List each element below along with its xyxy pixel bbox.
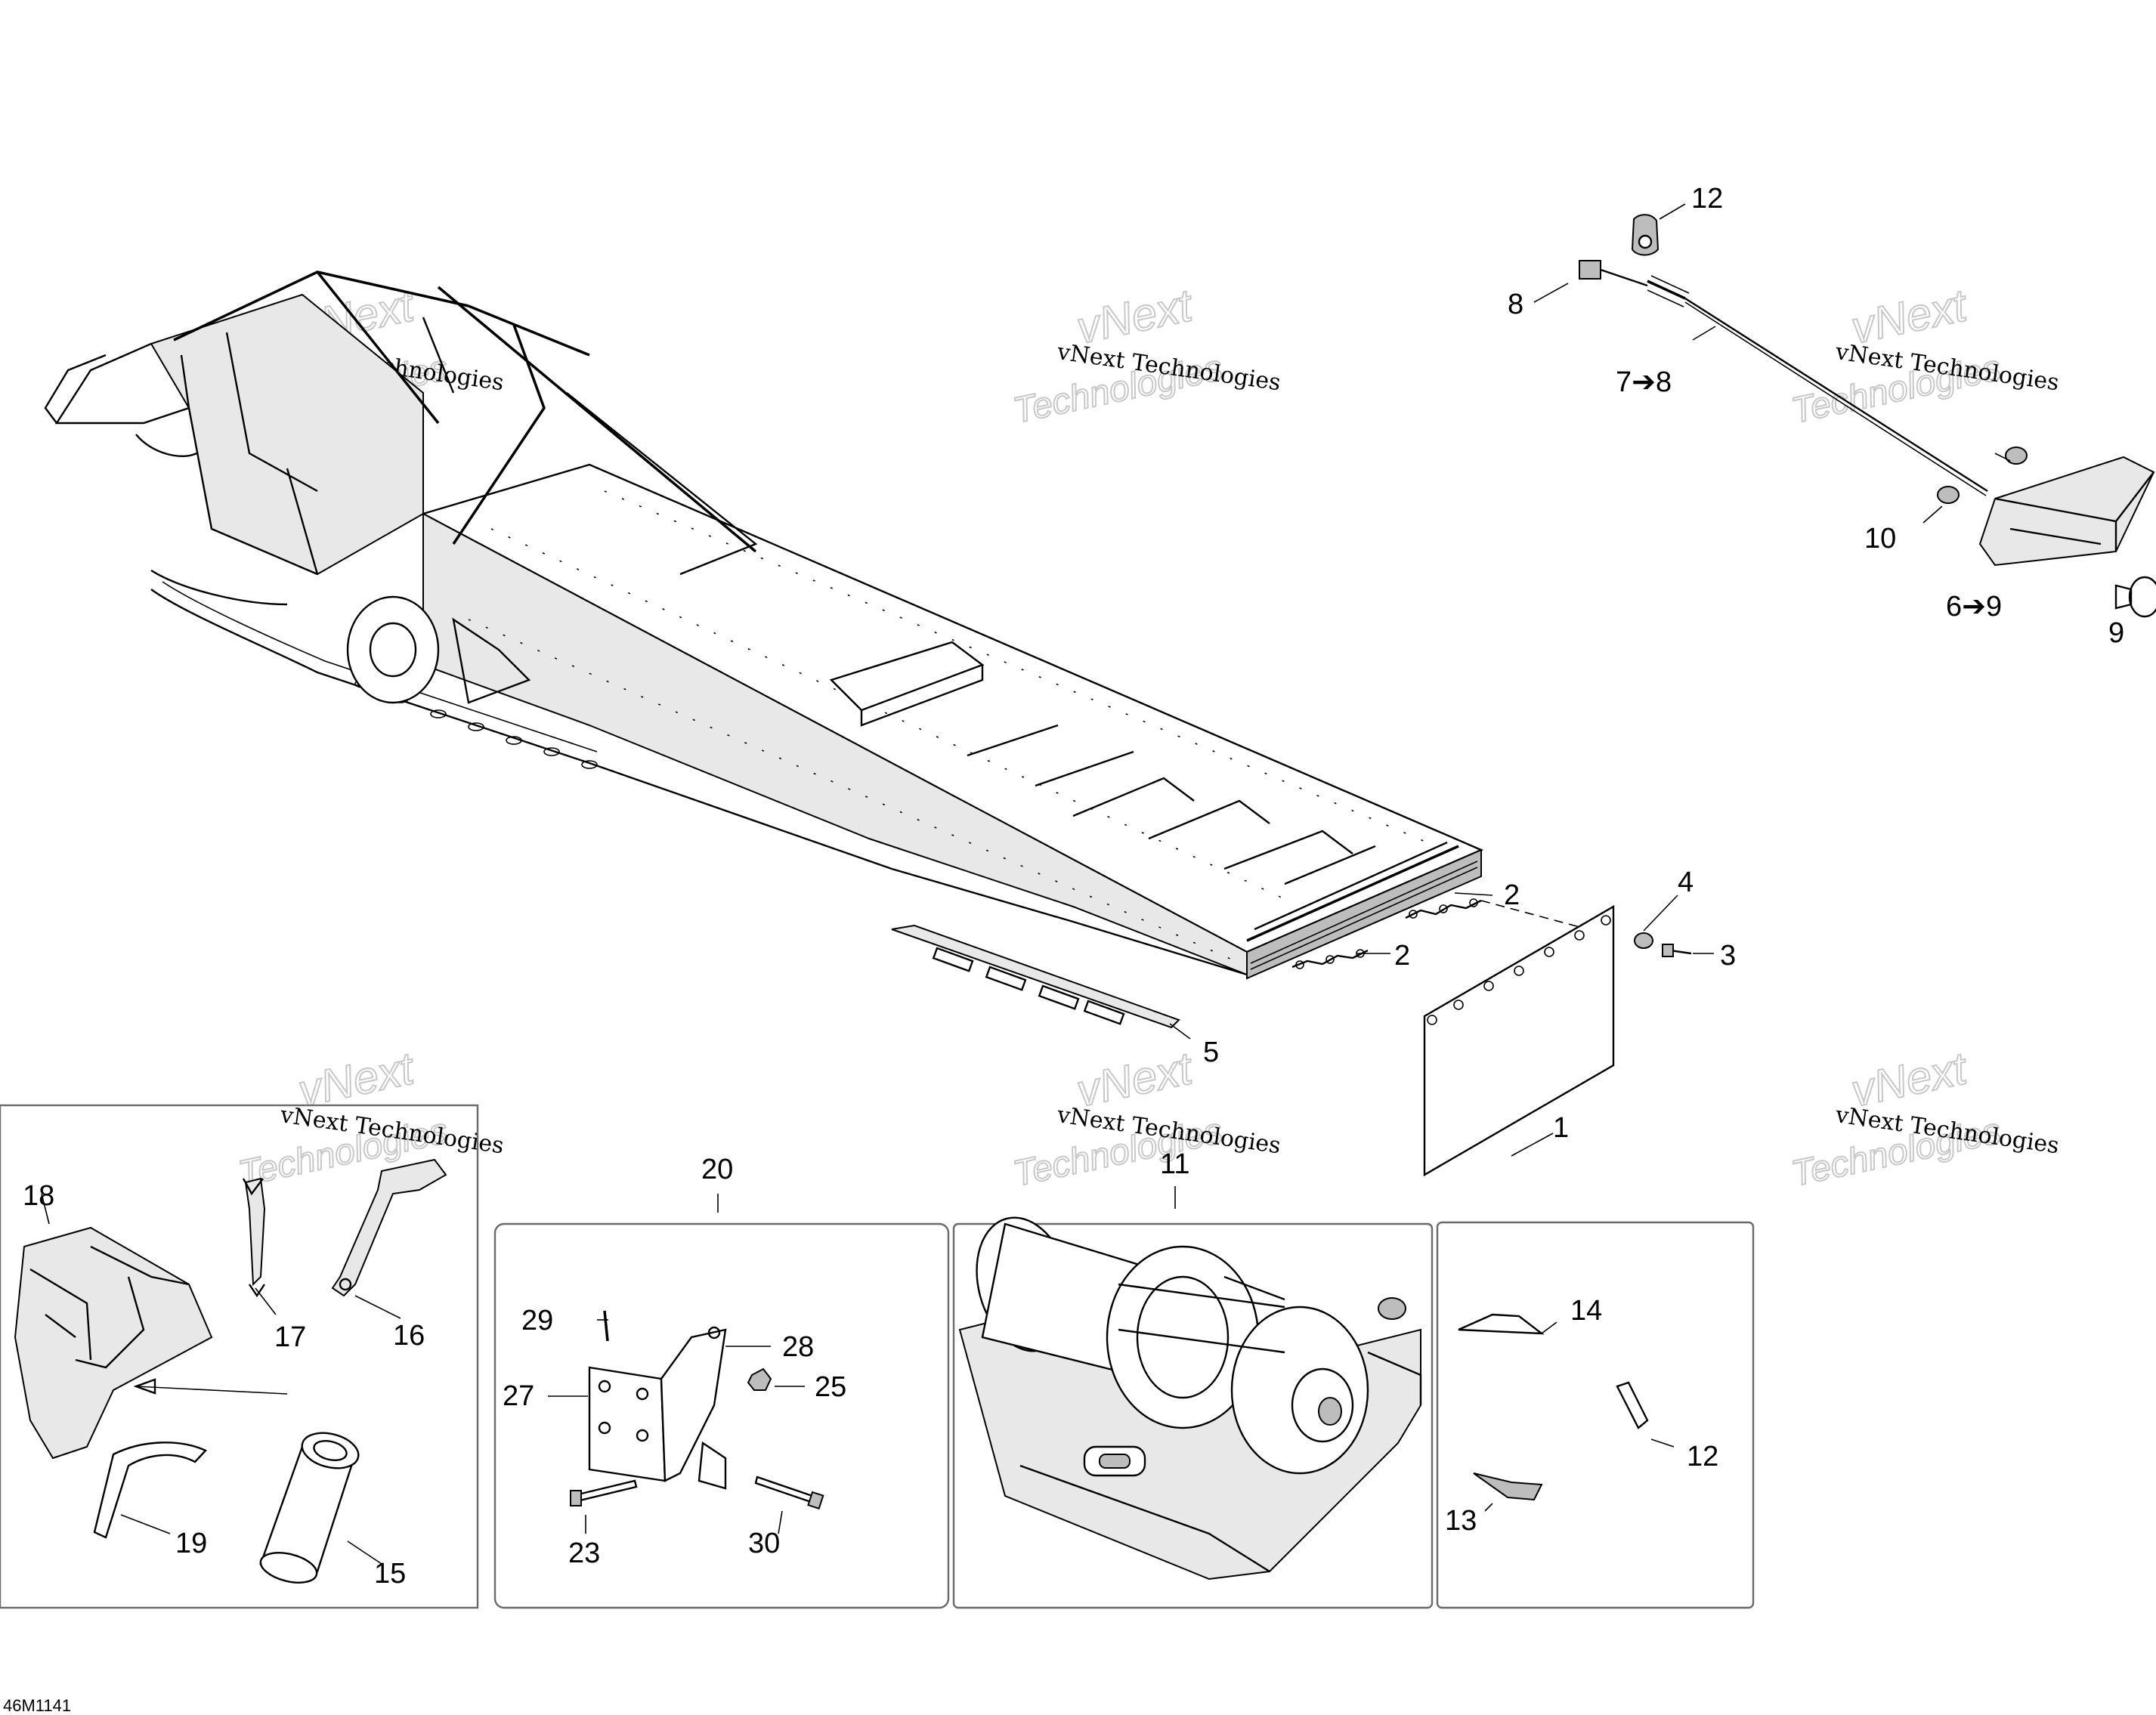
callout-30: 30 bbox=[748, 1528, 780, 1559]
part-5-protector bbox=[891, 924, 1180, 1029]
part-16-spanner bbox=[331, 1158, 447, 1297]
callout-29: 29 bbox=[521, 1305, 553, 1336]
panel-11-winch bbox=[952, 1222, 1434, 1609]
callout-19: 19 bbox=[175, 1528, 207, 1559]
part-19-strap bbox=[93, 1442, 208, 1539]
part-14-decal bbox=[1458, 1313, 1545, 1335]
svg-text:vNext: vNext bbox=[1072, 280, 1198, 354]
part-15-canister bbox=[259, 1432, 360, 1584]
watermark-top-center: vNext Technologies vNext Technologies bbox=[1009, 279, 1282, 432]
callout-12-top: 12 bbox=[1691, 183, 1723, 215]
watermark-bottom-center: vNext Technologies vNext Technologies bbox=[1009, 1042, 1282, 1195]
part-18-storage-case bbox=[14, 1226, 213, 1460]
callout-2-upper: 2 bbox=[1504, 879, 1520, 911]
part-28-bracket bbox=[660, 1326, 727, 1490]
part-13-decal bbox=[1473, 1472, 1543, 1501]
part-27-plate bbox=[588, 1366, 667, 1482]
svg-text:vNext: vNext bbox=[1072, 1043, 1198, 1117]
callout-6: 6➔9 bbox=[1946, 591, 2002, 623]
part-17-wrench bbox=[242, 1177, 266, 1298]
callout-11: 11 bbox=[1160, 1148, 1189, 1180]
part-12-clip-top bbox=[1631, 214, 1660, 256]
callout-12-decal: 12 bbox=[1687, 1441, 1718, 1472]
callout-16: 16 bbox=[393, 1320, 425, 1352]
panel-decals bbox=[1436, 1221, 1755, 1609]
callout-5: 5 bbox=[1203, 1037, 1219, 1068]
callout-14: 14 bbox=[1570, 1295, 1602, 1327]
part-2-rivet-strip-upper bbox=[1405, 898, 1482, 919]
panel-20-hitch bbox=[493, 1222, 950, 1609]
callout-8: 8 bbox=[1508, 289, 1523, 320]
part-3-screw bbox=[1662, 944, 1692, 957]
callout-labels: 12 8 7➔8 10 6➔9 9 4 2 2 3 5 1 20 11 18 1… bbox=[23, 183, 2124, 1590]
callout-27: 27 bbox=[503, 1380, 534, 1412]
callout-1: 1 bbox=[1553, 1112, 1569, 1144]
part-29-pin bbox=[603, 1310, 609, 1342]
part-25-nut bbox=[747, 1367, 772, 1391]
panel-tools bbox=[0, 1104, 479, 1609]
callout-13: 13 bbox=[1445, 1505, 1477, 1537]
part-9-bulb bbox=[2114, 576, 2156, 618]
tunnel-slots bbox=[967, 724, 1376, 885]
callout-20: 20 bbox=[701, 1154, 733, 1185]
watermark-top-right: vNext Technologies vNext Technologies bbox=[1787, 279, 2061, 432]
leader-lines-top bbox=[717, 203, 2011, 1213]
arrow-15-to-18 bbox=[135, 1386, 288, 1395]
part-6-taillight bbox=[1937, 447, 2155, 567]
part-30-bolt bbox=[754, 1476, 824, 1510]
watermark-bottom-left: vNext Technologies vNext Technologies bbox=[234, 1042, 506, 1195]
callout-25: 25 bbox=[815, 1371, 846, 1403]
watermark-bottom-right: vNext Technologies vNext Technologies bbox=[1787, 1042, 2061, 1195]
callout-10: 10 bbox=[1864, 523, 1896, 555]
part-8-connector bbox=[1579, 260, 1690, 307]
callout-9: 9 bbox=[2108, 617, 2124, 649]
callout-23: 23 bbox=[568, 1537, 600, 1569]
callout-4: 4 bbox=[1678, 867, 1694, 898]
figure-id: 46M1141 bbox=[3, 1696, 71, 1715]
callout-18: 18 bbox=[23, 1180, 54, 1212]
callout-28: 28 bbox=[782, 1331, 814, 1363]
part-4-washer bbox=[1634, 932, 1653, 949]
assembly-line-2 bbox=[1480, 900, 1603, 934]
part-1-snow-flap bbox=[1423, 904, 1615, 1177]
callout-2-lower: 2 bbox=[1394, 940, 1410, 972]
callout-17: 17 bbox=[274, 1321, 306, 1353]
part-23-bolt bbox=[570, 1479, 638, 1506]
callout-3: 3 bbox=[1720, 940, 1736, 972]
callout-7: 7➔8 bbox=[1616, 366, 1672, 398]
chassis-frame bbox=[44, 270, 1484, 980]
part-11-winch bbox=[958, 1216, 1422, 1581]
part-12-decal bbox=[1616, 1381, 1649, 1429]
callout-15: 15 bbox=[374, 1558, 406, 1590]
part-7-harness bbox=[1684, 297, 1988, 493]
